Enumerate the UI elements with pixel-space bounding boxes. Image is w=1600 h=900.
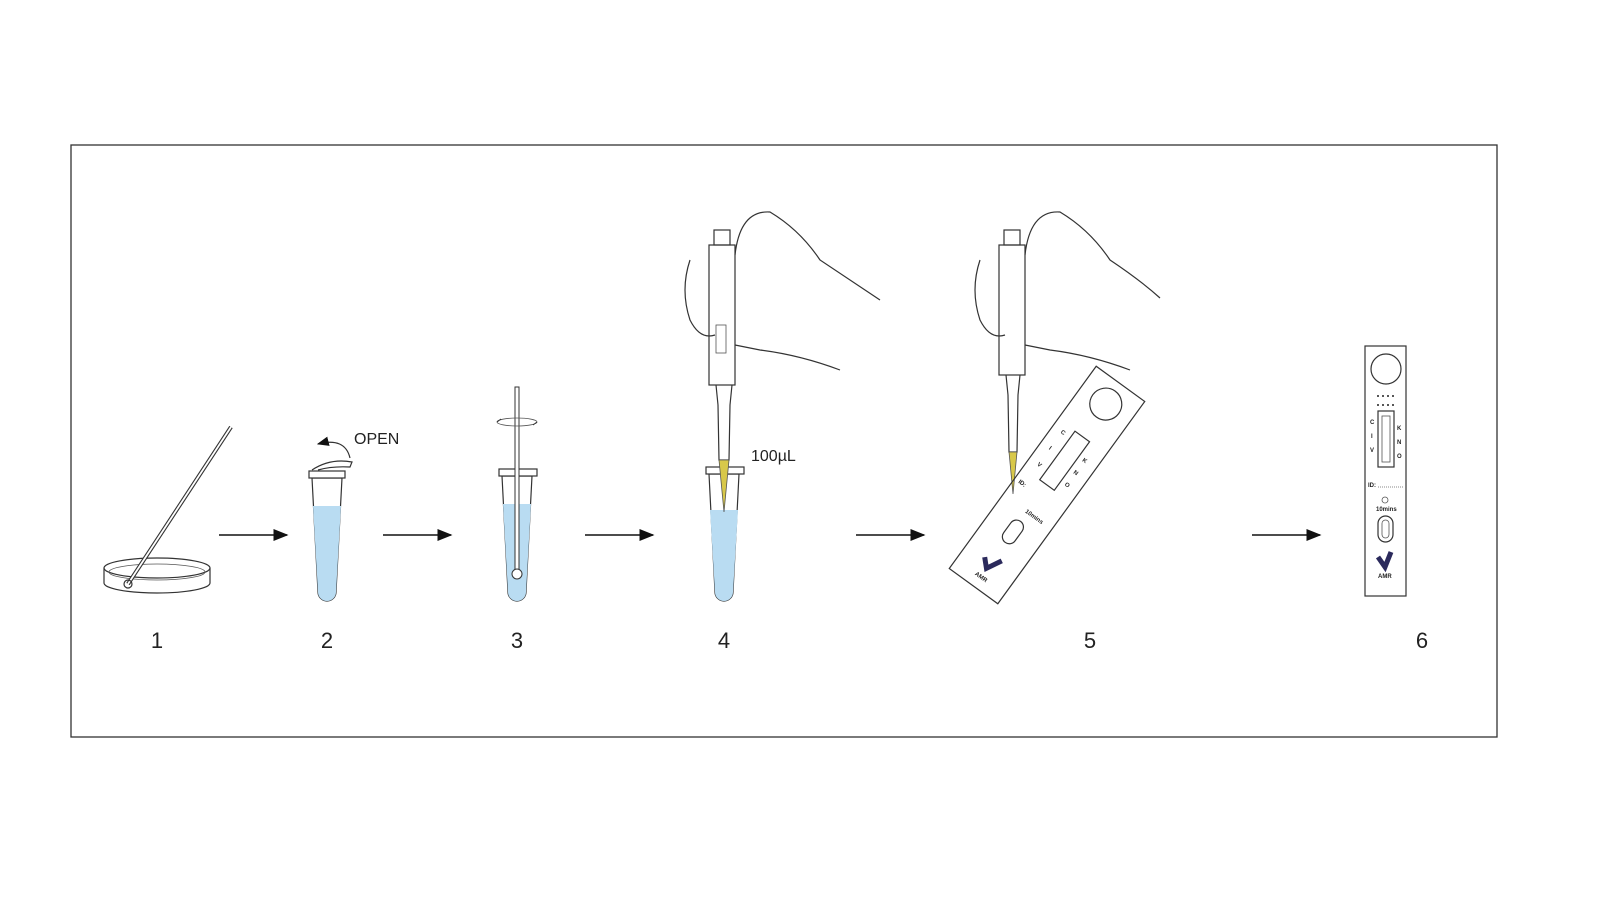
label-k: K: [1397, 426, 1402, 432]
brand-label: AMR: [1378, 574, 1392, 580]
open-label: OPEN: [354, 431, 399, 448]
label-i: I: [1047, 446, 1052, 452]
control-label: C: [1370, 420, 1375, 426]
label-n: N: [1072, 470, 1079, 477]
label-v: V: [1370, 448, 1374, 454]
step-4-pipette-tube: 100µL: [684, 211, 881, 602]
id-label: ID:: [1368, 483, 1376, 489]
control-label: C: [1059, 430, 1067, 438]
brand-label: AMR: [973, 571, 988, 584]
step-6-cassette-result: C I V K N O ID: 10mins AMR: [1364, 345, 1407, 597]
step-number-3: 3: [511, 628, 523, 653]
step-number-5: 5: [1084, 628, 1096, 653]
timer-label: 10mins: [1024, 509, 1045, 526]
label-o: O: [1063, 482, 1071, 490]
id-label: ID:: [1017, 479, 1027, 489]
step-1-petri-dish-swab: [103, 425, 233, 594]
step-number-2: 2: [321, 628, 333, 653]
volume-label: 100µL: [751, 448, 796, 465]
label-n: N: [1397, 440, 1401, 446]
diagram-frame: [70, 144, 1498, 738]
step-number-6: 6: [1416, 628, 1428, 653]
step-5-pipette-cassette: C I V K N O ID: 10mins AMR: [948, 211, 1161, 605]
step-number-1: 1: [151, 628, 163, 653]
step-2-open-tube: OPEN: [308, 431, 399, 602]
label-v: V: [1036, 462, 1043, 469]
timer-label: 10mins: [1376, 507, 1397, 513]
label-i: I: [1371, 434, 1373, 440]
label-k: K: [1081, 458, 1089, 466]
step-number-4: 4: [718, 628, 730, 653]
label-o: O: [1397, 454, 1402, 460]
step-3-swab-in-tube: [496, 386, 538, 602]
